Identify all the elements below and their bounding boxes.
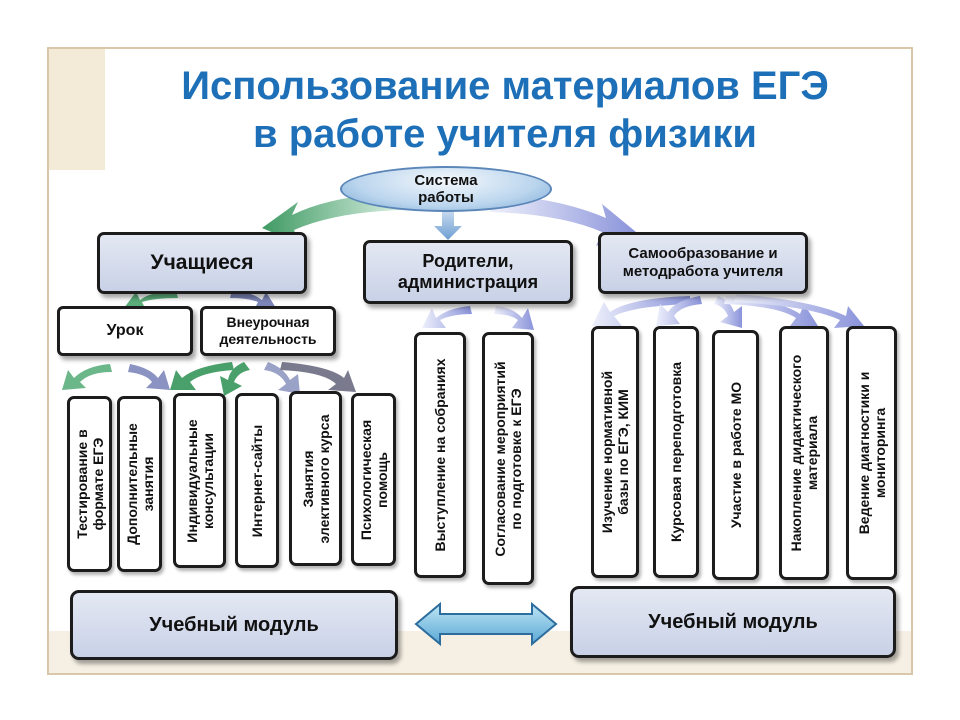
student-item-psychology: Психологическая помощь — [351, 393, 396, 566]
arrow-to-elective — [264, 362, 300, 394]
title-line-2: в работе учителя физики — [253, 112, 757, 156]
parent-item-meetings: Выступление на собраниях — [414, 332, 466, 578]
teacher-item-label: Участие в работе МО — [727, 381, 744, 529]
self-education-label: Самообразование и методработа учителя — [622, 245, 784, 280]
arrow-to-psychology — [280, 362, 356, 392]
student-item-label: Занятия элективного курса — [299, 414, 332, 543]
student-item-extra-lessons: Дополнительные занятия — [117, 396, 162, 572]
double-arrow — [414, 601, 558, 647]
arrow-to-lesson — [124, 290, 178, 310]
parent-item-label: Согласование мероприятий по подготовке к… — [492, 360, 524, 557]
parent-item-label: Выступление на собраниях — [432, 358, 448, 552]
page-title: Использование материалов ЕГЭ в работе уч… — [110, 62, 900, 158]
teacher-item-mo: Участие в работе МО — [712, 330, 759, 580]
teacher-item-diagnostics: Ведение диагностики и мониторинга — [846, 326, 897, 580]
corner-decoration — [49, 49, 105, 170]
learning-module-left: Учебный модуль — [70, 590, 398, 660]
arrow-to-meetings — [422, 306, 472, 328]
arrow-to-testing — [62, 364, 112, 390]
slide-frame — [47, 47, 913, 675]
arrow-to-teacher-item-5 — [734, 294, 864, 328]
student-item-consultations: Индивидуальные консультации — [173, 393, 226, 568]
student-item-label: Дополнительные занятия — [123, 423, 156, 545]
student-item-elective: Занятия элективного курса — [289, 391, 342, 566]
arrow-to-parents — [434, 208, 462, 240]
arrow-to-students — [262, 192, 402, 244]
arrow-to-extra-lessons — [128, 364, 170, 390]
arrow-to-websites — [220, 362, 250, 396]
teacher-item-label: Курсовая переподготовка — [668, 361, 684, 543]
student-item-label: Тестирование в формате ЕГЭ — [73, 429, 106, 539]
parents-box: Родители, администрация — [363, 240, 573, 304]
lesson-box: Урок — [57, 306, 193, 356]
student-item-websites: Интернет-сайты — [235, 393, 279, 568]
student-item-testing: Тестирование в формате ЕГЭ — [67, 396, 112, 572]
teacher-item-didactic: Накопление дидактического материала — [779, 326, 829, 580]
learning-module-right: Учебный модуль — [570, 586, 896, 658]
teacher-item-label: Накопление дидактического материала — [788, 354, 820, 552]
student-item-label: Индивидуальные консультации — [183, 418, 216, 543]
student-item-label: Психологическая помощь — [357, 419, 390, 540]
title-line-1: Использование материалов ЕГЭ — [181, 64, 829, 108]
extracurricular-box: Внеурочная деятельность — [200, 306, 336, 356]
arrow-to-extracurricular — [230, 290, 276, 310]
system-node: Система работы — [340, 166, 552, 212]
arrow-to-self-education — [490, 194, 636, 246]
student-item-label: Интернет-сайты — [249, 424, 265, 537]
teacher-item-label: Изучение нормативной базы по ЕГЭ, КИМ — [599, 370, 631, 534]
arrow-to-teacher-item-4 — [724, 296, 818, 326]
parents-label: Родители, администрация — [397, 251, 539, 292]
module-left-label: Учебный модуль — [149, 613, 319, 636]
parent-item-coordination: Согласование мероприятий по подготовке к… — [482, 332, 534, 585]
module-right-label: Учебный модуль — [648, 610, 818, 633]
arrow-to-teacher-item-3 — [714, 296, 742, 328]
arrow-to-teacher-item-2 — [656, 296, 702, 326]
teacher-item-label: Ведение диагностики и мониторинга — [855, 371, 888, 535]
arrow-to-consultations — [170, 362, 234, 390]
lesson-label: Урок — [106, 322, 144, 339]
arrow-to-coordination — [494, 306, 534, 330]
arrow-to-teacher-item-1 — [592, 296, 690, 326]
extracurricular-label: Внеурочная деятельность — [219, 314, 317, 347]
teacher-item-regulations: Изучение нормативной базы по ЕГЭ, КИМ — [591, 326, 639, 578]
teacher-item-courses: Курсовая переподготовка — [653, 326, 699, 578]
students-label: Учащиеся — [150, 251, 254, 274]
students-box: Учащиеся — [97, 232, 307, 294]
self-education-box: Самообразование и методработа учителя — [598, 232, 808, 294]
